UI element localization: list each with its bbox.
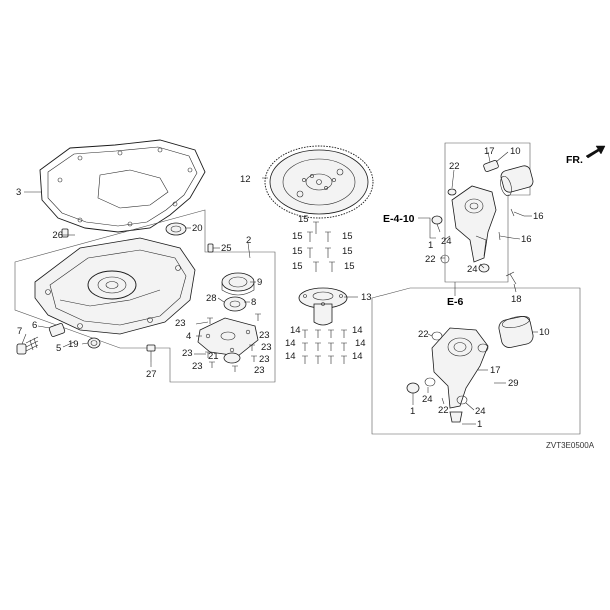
callout-17-top: 17 [484, 146, 495, 157]
callout-labels: 3 26 20 25 2 9 8 28 23 4 23 23 23 23 23 … [16, 146, 595, 450]
callout-8: 8 [251, 297, 256, 308]
front-direction-marker: FR. [566, 145, 606, 166]
callout-20: 20 [192, 223, 203, 234]
callout-10-bottom: 10 [539, 327, 550, 338]
callout-5: 5 [56, 343, 61, 354]
callout-23-6: 23 [182, 348, 193, 359]
callout-1-top: 1 [428, 240, 433, 251]
callout-15-4: 15 [292, 246, 303, 257]
callout-14-4: 14 [352, 325, 363, 336]
direction-label: FR. [566, 154, 583, 166]
callout-14-1: 14 [290, 325, 301, 336]
oil-pump-rotor-part [221, 272, 255, 296]
callout-24-4: 24 [475, 406, 486, 417]
callout-15-6: 15 [292, 261, 303, 272]
callout-25: 25 [221, 243, 232, 254]
callout-28: 28 [206, 293, 217, 304]
callout-17-bottom: 17 [490, 365, 501, 376]
callout-21: 21 [208, 351, 219, 362]
front-arrow-icon [585, 145, 606, 159]
section-ref-e-4-10[interactable]: E-4-10 [383, 213, 415, 225]
flywheel-bolts-15 [307, 221, 335, 272]
callout-29: 29 [508, 378, 519, 389]
oil-seal-part [165, 222, 187, 236]
callout-24-3: 24 [422, 394, 433, 405]
callout-14-5: 14 [355, 338, 366, 349]
callout-16-1: 16 [533, 211, 544, 222]
detail-small-parts [406, 331, 489, 423]
callout-14-2: 14 [285, 338, 296, 349]
callout-19: 19 [68, 339, 79, 350]
callout-22-1: 22 [449, 161, 460, 172]
callout-15-2: 15 [292, 231, 303, 242]
callout-4: 4 [186, 331, 191, 342]
pin-part [207, 243, 214, 253]
oil-filter-housing-part [451, 185, 497, 263]
flywheel-part [264, 145, 374, 219]
callout-23-2: 23 [259, 330, 270, 341]
drive-plate-part [298, 287, 348, 326]
section-ref-e-6[interactable]: E-6 [447, 296, 464, 308]
callout-22-3: 22 [418, 329, 429, 340]
oil-pump-cover-part [197, 317, 259, 357]
callout-22-4: 22 [438, 405, 449, 416]
callout-1-bottom: 1 [477, 419, 482, 430]
oil-filter-detail-cartridge [498, 316, 534, 348]
callout-10-top: 10 [510, 146, 521, 157]
callout-15-1: 15 [298, 214, 309, 225]
cover-assembly-outline [14, 209, 276, 383]
section-ref-bracket-top [418, 217, 436, 239]
gasket-bolt-holes [57, 147, 193, 227]
callout-6: 6 [32, 320, 37, 331]
callout-27: 27 [146, 369, 157, 380]
callout-18: 18 [511, 294, 522, 305]
callout-23-7: 23 [192, 361, 203, 372]
callout-7: 7 [17, 326, 22, 337]
oil-filter-part [500, 165, 534, 197]
callout-23-1: 23 [175, 318, 186, 329]
filter-detail-outline [371, 287, 581, 435]
callout-26: 26 [52, 230, 63, 241]
callout-1-mid: 1 [410, 406, 415, 417]
callout-24-1: 24 [441, 236, 452, 247]
callout-23-3: 23 [261, 342, 272, 353]
callout-23-4: 23 [259, 354, 270, 365]
callout-9: 9 [257, 277, 262, 288]
crankcase-cover-part [34, 237, 196, 335]
callout-22-2: 22 [425, 254, 436, 265]
callout-2: 2 [246, 235, 251, 246]
callout-14-3: 14 [285, 351, 296, 362]
filter-group-outline [444, 142, 531, 283]
oil-filter-detail-housing [431, 327, 489, 409]
callout-15-7: 15 [344, 261, 355, 272]
oil-pump-gear-part [223, 296, 247, 312]
callout-14-6: 14 [352, 351, 363, 362]
callout-16-2: 16 [521, 234, 532, 245]
filter-nipple-part [483, 160, 499, 172]
callout-12: 12 [240, 174, 251, 185]
o-ring-part [223, 352, 241, 364]
callout-leader-lines [21, 151, 538, 425]
callout-23-5: 23 [254, 365, 265, 376]
callout-24-2: 24 [467, 264, 478, 275]
drawing-code: ZVT3E0500A [546, 441, 595, 450]
relief-valve-parts [16, 323, 66, 355]
callout-15-5: 15 [342, 246, 353, 257]
nipple-part [87, 337, 101, 349]
gasket-part [39, 139, 206, 233]
callout-15-3: 15 [342, 231, 353, 242]
drive-plate-bolts-14 [302, 329, 347, 364]
cover-bolts-23 [205, 313, 261, 372]
callout-3: 3 [16, 187, 21, 198]
callout-13: 13 [361, 292, 372, 303]
drain-bolt-part [146, 344, 156, 362]
